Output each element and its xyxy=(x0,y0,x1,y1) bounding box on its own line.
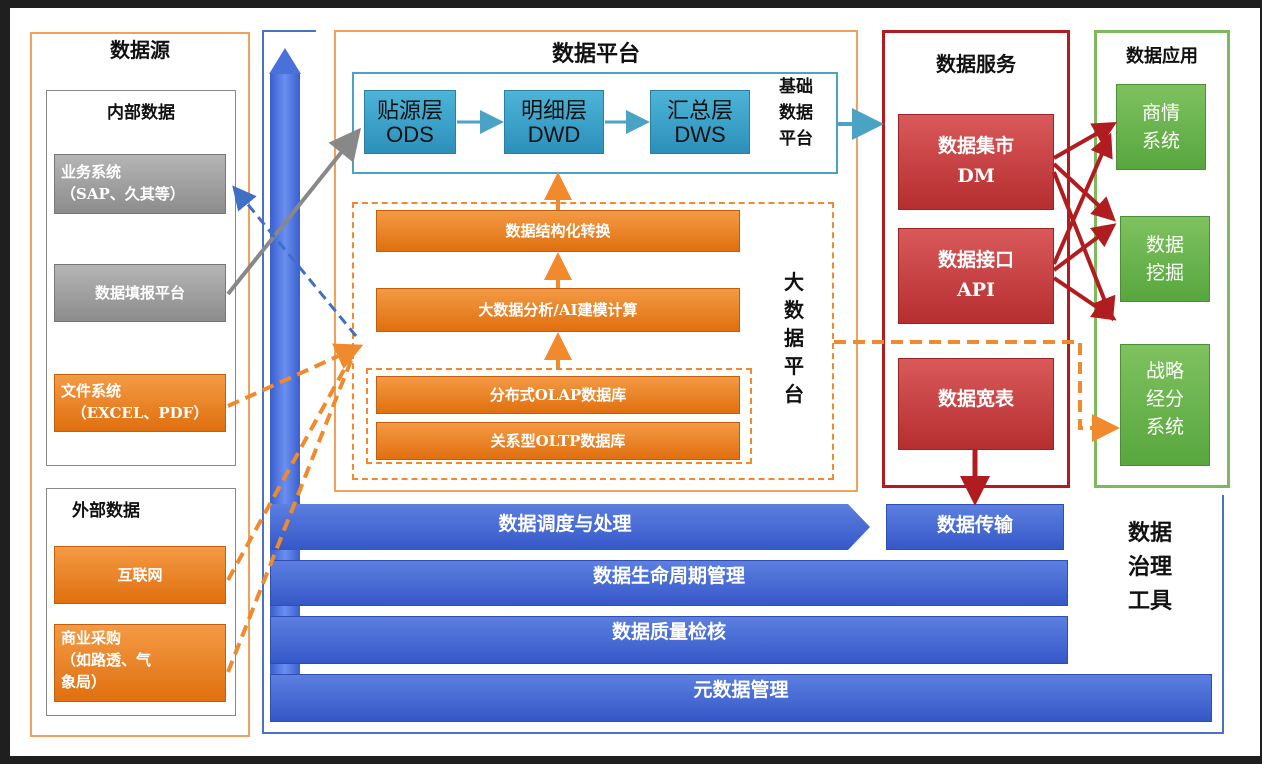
dwd-layer-box: 明细层 DWD xyxy=(504,90,604,154)
ods-line-2: ODS xyxy=(386,122,434,147)
data-api-box: 数据接口 API xyxy=(898,228,1054,324)
metadata-bar: 元数据管理 xyxy=(270,674,1212,722)
data-platform-title: 数据平台 xyxy=(551,41,640,67)
data-transfer-box: 数据传输 xyxy=(886,504,1064,550)
data-source-title: 数据源 xyxy=(110,38,170,62)
governance-tools-label: 数据 治理 工具 xyxy=(1127,520,1172,614)
architecture-diagram: 数据源 内部数据 业务系统 （SAP、久其等） 数据填报平台 文件系统 （EXC… xyxy=(10,8,1260,756)
data-application-title: 数据应用 xyxy=(1126,46,1198,67)
internet-box: 互联网 xyxy=(54,546,226,604)
database-dashed-frame xyxy=(366,368,752,464)
dws-layer-box: 汇总层 DWS xyxy=(650,90,750,154)
bi-system-box: 商情 系统 xyxy=(1116,84,1206,170)
ods-line-1: 贴源层 xyxy=(376,98,443,123)
data-mart-box: 数据集市 DM xyxy=(898,114,1054,210)
business-system-box: 业务系统 （SAP、久其等） xyxy=(54,154,226,214)
scheduling-label: 数据调度与处理 xyxy=(498,513,632,535)
commercial-purchase-box: 商业采购 （如路透、气 象局） xyxy=(54,624,226,702)
file-system-line-1: 文件系统 xyxy=(61,382,122,400)
ods-layer-box: 贴源层 ODS xyxy=(364,90,456,154)
dws-line-1: 汇总层 xyxy=(666,98,733,123)
strategy-system-box: 战略 经分 系统 xyxy=(1120,344,1210,466)
analysis-box: 大数据分析/AI建模计算 xyxy=(376,288,740,332)
data-service-title: 数据服务 xyxy=(936,52,1016,76)
big-data-platform-label: 大 数 据 平 台 xyxy=(784,270,804,406)
big-data-platform-frame xyxy=(352,202,834,480)
oltp-box: 关系型OLTP数据库 xyxy=(376,422,740,460)
structuring-box: 数据结构化转换 xyxy=(376,210,740,252)
external-data-title: 外部数据 xyxy=(72,501,140,521)
data-wide-table-box: 数据宽表 xyxy=(898,358,1054,450)
commercial-line-1: 商业采购 xyxy=(61,629,122,647)
business-system-line-1: 业务系统 xyxy=(61,163,122,181)
dws-line-2: DWS xyxy=(674,122,726,147)
lifecycle-bar: 数据生命周期管理 xyxy=(270,560,1068,606)
basic-data-platform-frame xyxy=(352,72,838,174)
dwd-line-2: DWD xyxy=(527,122,581,147)
commercial-line-2: （如路透、气 xyxy=(61,651,152,669)
quality-bar: 数据质量检核 xyxy=(270,616,1068,664)
internal-data-title: 内部数据 xyxy=(107,103,175,123)
file-system-line-2: （EXCEL、PDF） xyxy=(71,404,209,422)
data-mining-box: 数据 挖掘 xyxy=(1120,216,1210,302)
commercial-line-3: 象局） xyxy=(61,673,107,691)
basic-data-platform-label: 基础 数据 平台 xyxy=(779,77,813,149)
file-system-box: 文件系统 （EXCEL、PDF） xyxy=(54,374,226,432)
olap-box: 分布式OLAP数据库 xyxy=(376,376,740,414)
reporting-platform-box: 数据填报平台 xyxy=(54,264,226,322)
business-system-line-2: （SAP、久其等） xyxy=(61,185,185,203)
dwd-line-1: 明细层 xyxy=(520,98,587,123)
